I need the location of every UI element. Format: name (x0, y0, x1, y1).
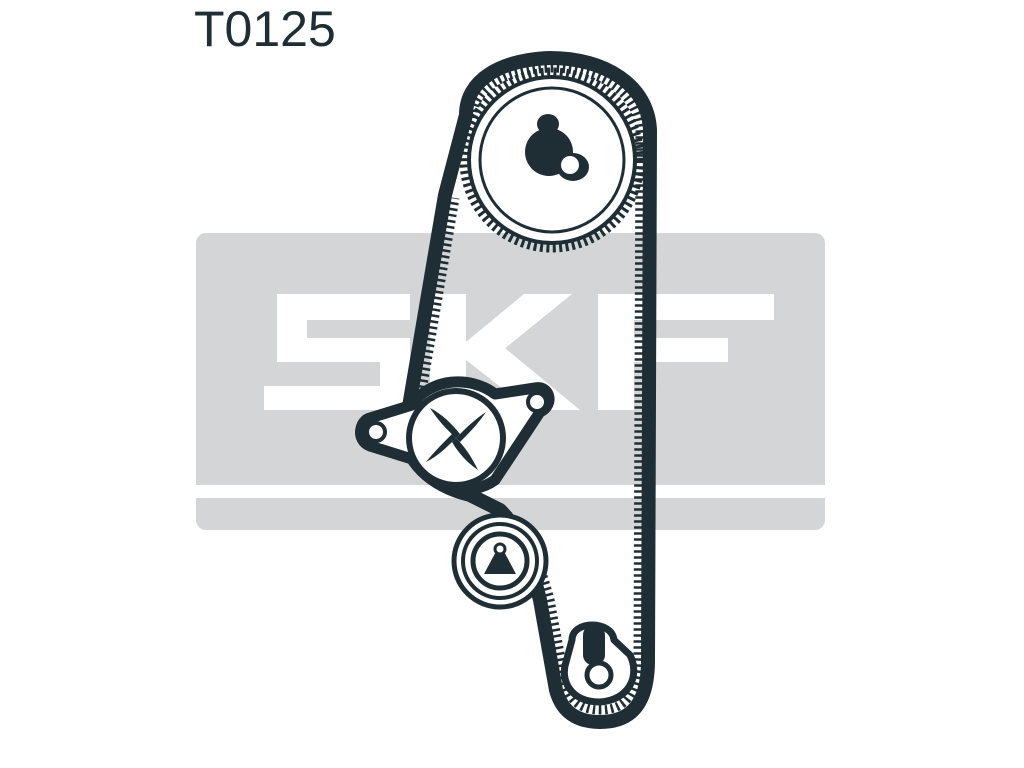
part-number-label: T0125 (194, 1, 336, 57)
camshaft-hub-icon (525, 114, 589, 181)
skf-logo-watermark (196, 233, 825, 530)
camshaft-sprocket (459, 67, 645, 253)
crankshaft-sprocket (560, 621, 638, 706)
tensioner-pulley (451, 512, 549, 610)
tensioner-mount-icon (484, 542, 516, 574)
crankshaft-key-icon (583, 625, 605, 665)
water-pump-pulley (355, 376, 555, 496)
pump-impeller-icon (426, 408, 486, 470)
